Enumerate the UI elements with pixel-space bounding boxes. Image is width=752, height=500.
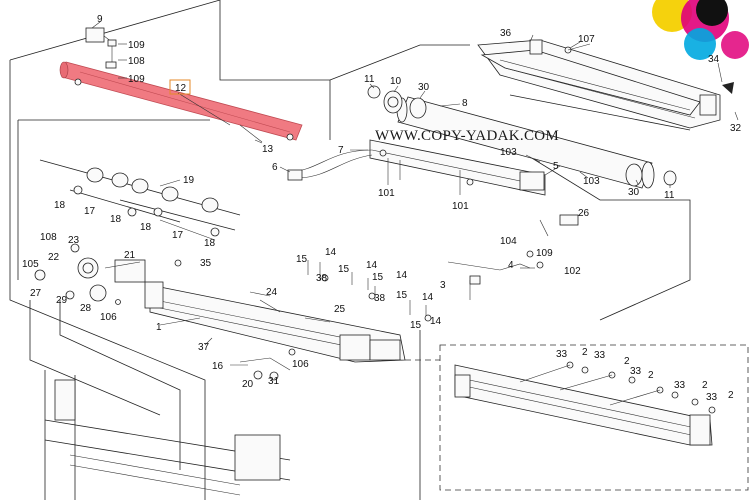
- callout-108: 108: [40, 232, 57, 243]
- callout-15: 15: [396, 290, 408, 301]
- callout-2: 2: [582, 347, 588, 358]
- callout-14: 14: [422, 292, 434, 303]
- callout-14: 14: [366, 260, 378, 271]
- frame-rail-5: [287, 139, 546, 196]
- callout-106: 106: [292, 359, 309, 370]
- callout-15: 15: [410, 320, 422, 331]
- roller-bracket-parts: [74, 27, 294, 143]
- callout-33: 33: [630, 366, 642, 377]
- callout-18: 18: [140, 222, 152, 233]
- callout-2: 2: [728, 390, 734, 401]
- callout-11: 11: [664, 190, 675, 201]
- callout-14: 14: [396, 270, 408, 281]
- callout-labels: 9 109 108 109 12 13 11 10 30 8 36 107 34…: [22, 14, 742, 403]
- callout-103: 103: [500, 147, 517, 158]
- callout-1: 1: [156, 322, 162, 333]
- callout-103: 103: [583, 176, 600, 187]
- callout-20: 20: [242, 379, 254, 390]
- callout-32: 32: [730, 123, 742, 134]
- callout-28: 28: [80, 303, 92, 314]
- callout-18: 18: [204, 238, 216, 249]
- callout-35: 35: [200, 258, 212, 269]
- callout-7: 7: [338, 145, 344, 156]
- callout-109: 109: [536, 248, 553, 259]
- callout-22: 22: [48, 252, 60, 263]
- callout-10: 10: [390, 76, 402, 87]
- callout-16: 16: [212, 361, 224, 372]
- callout-8: 8: [462, 98, 468, 109]
- callout-105: 105: [22, 259, 39, 270]
- callout-106: 106: [100, 312, 117, 323]
- callout-17: 17: [84, 206, 96, 217]
- callout-17: 17: [172, 230, 184, 241]
- callout-34: 34: [708, 54, 720, 65]
- callout-27: 27: [30, 288, 42, 299]
- highlighted-roller-12: [59, 61, 303, 141]
- callout-109: 109: [128, 40, 145, 51]
- callout-15: 15: [372, 272, 384, 283]
- callout-108: 108: [128, 56, 145, 67]
- callout-12-box: [169, 79, 191, 95]
- callout-33: 33: [594, 350, 606, 361]
- leader-lines: [91, 21, 739, 366]
- callout-107: 107: [578, 34, 595, 45]
- callout-2: 2: [624, 356, 630, 367]
- callout-12: 12: [175, 83, 187, 94]
- heat-roller-8: [367, 85, 677, 189]
- callout-19: 19: [183, 175, 195, 186]
- callout-25: 25: [334, 304, 346, 315]
- callout-23: 23: [68, 235, 80, 246]
- callout-26: 26: [578, 208, 590, 219]
- lower-small-parts: [239, 348, 296, 381]
- callout-38: 38: [374, 293, 386, 304]
- roller-shafts: [39, 159, 241, 241]
- inset-detail-box: [395, 344, 749, 491]
- callout-6: 6: [272, 162, 278, 173]
- callout-2: 2: [702, 380, 708, 391]
- callout-15: 15: [296, 254, 308, 265]
- callout-15: 15: [338, 264, 350, 275]
- machine-body-bottom-left: [44, 370, 291, 500]
- watermark-text: WWW.COPY-YADAK.COM: [375, 128, 559, 144]
- callout-37: 37: [198, 342, 210, 353]
- lower-frame-1: [144, 281, 406, 363]
- brand-logo: [652, 0, 749, 60]
- assembly-frame: [9, 0, 691, 500]
- springs-screws: [249, 260, 432, 322]
- callout-102: 102: [564, 266, 581, 277]
- gear-cluster: [34, 243, 182, 305]
- callout-30: 30: [418, 82, 430, 93]
- callout-33: 33: [556, 349, 568, 360]
- callout-18: 18: [110, 214, 122, 225]
- callout-30: 30: [628, 187, 640, 198]
- callout-11: 11: [364, 74, 375, 85]
- callout-4: 4: [508, 260, 514, 271]
- callout-104: 104: [500, 236, 517, 247]
- callout-9: 9: [97, 14, 103, 25]
- callout-101: 101: [452, 201, 469, 212]
- callout-13: 13: [262, 144, 274, 155]
- callout-14: 14: [325, 247, 337, 258]
- callout-14: 14: [430, 316, 442, 327]
- callout-109: 109: [128, 74, 145, 85]
- callout-3: 3: [440, 280, 446, 291]
- fuser-unit-top-right: [477, 39, 734, 129]
- callout-18: 18: [54, 200, 66, 211]
- callout-5: 5: [553, 161, 559, 172]
- callout-101: 101: [378, 188, 395, 199]
- callout-21: 21: [124, 250, 136, 261]
- callout-29: 29: [56, 295, 68, 306]
- callout-33: 33: [706, 392, 718, 403]
- callout-24: 24: [266, 287, 278, 298]
- callout-33: 33: [674, 380, 686, 391]
- callout-31: 31: [268, 376, 280, 387]
- callout-2: 2: [648, 370, 654, 381]
- callout-36: 36: [500, 28, 512, 39]
- right-bracket-parts: [447, 214, 579, 300]
- callout-38: 38: [316, 273, 328, 284]
